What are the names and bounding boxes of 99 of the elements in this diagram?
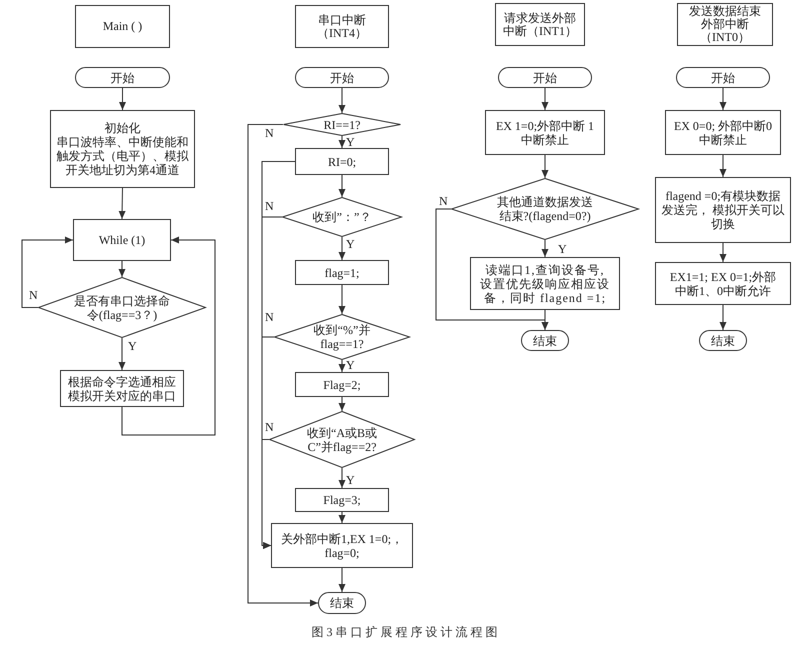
terminator	[318, 592, 366, 614]
flow-arrow	[118, 338, 126, 370]
flow-arrow	[338, 236, 346, 260]
flow-arrow	[542, 88, 548, 110]
decision-text: 收到“%”并flag==1?	[312, 323, 372, 351]
terminator	[75, 67, 170, 88]
edge-label: Y	[558, 243, 567, 255]
terminator-text: 开始	[711, 70, 735, 84]
decision-text: RI==1?	[324, 118, 360, 132]
process-text: While (1)	[98, 233, 146, 247]
decision-diamond	[38, 277, 206, 338]
edge-label: N	[29, 289, 38, 301]
flow-arrow	[542, 240, 548, 258]
edge-label: N	[439, 195, 448, 207]
process-box	[485, 110, 605, 155]
terminator-text: 开始	[330, 70, 354, 84]
flow-arrow	[338, 468, 346, 488]
heading-text: 发送数据结束外部中断（INT0）	[688, 5, 762, 44]
flow-arrow	[338, 360, 346, 372]
terminator	[676, 67, 770, 88]
edge-label: Y	[346, 359, 355, 371]
edge-label: Y	[346, 238, 355, 250]
process-box	[271, 523, 413, 568]
terminator	[295, 67, 389, 88]
process-text: 根据命令字选通相应模拟开关对应的串口	[67, 374, 177, 402]
flow-arrow	[720, 242, 726, 262]
process-text: 关外部中断1,EX 1=0;， flag=0;	[280, 532, 404, 560]
heading-text: 请求发送外部中断（INT1）	[502, 12, 578, 38]
flow-arrow	[338, 88, 346, 114]
terminator-text: 开始	[533, 70, 557, 84]
heading-box	[295, 5, 389, 48]
decision-text: 是否有串口选择命令(flag==3？)	[73, 294, 171, 322]
decision-diamond	[282, 197, 402, 237]
flow-arrow	[122, 236, 216, 436]
flow-arrow	[338, 174, 346, 198]
flow-arrow	[720, 304, 726, 330]
process-box	[655, 262, 791, 305]
flow-arrow	[338, 512, 346, 524]
flow-arrow	[338, 136, 346, 148]
decision-diamond	[283, 113, 401, 136]
terminator	[699, 330, 747, 351]
process-text: 串口波特率、中断使能和触发方式（电平）、模拟开关地址切为第4通道	[56, 135, 190, 177]
edge-label: Y	[346, 474, 355, 486]
process-box	[73, 219, 171, 261]
figure-caption: 图3串口扩展程序设计流程图	[312, 624, 500, 641]
process-text: EX1=1; EX 0=1;外部中断1、0中断允许	[668, 270, 778, 298]
decision-text: 收到“A或B或C”并flag==2?	[306, 426, 378, 454]
edge-label: N	[265, 127, 274, 139]
process-box	[60, 370, 184, 407]
flow-arrow	[118, 260, 126, 278]
flow-arrow	[338, 568, 346, 592]
process-box	[295, 488, 389, 512]
flow-arrow	[542, 154, 548, 178]
heading-box	[75, 5, 170, 48]
process-text: 初始化	[104, 121, 140, 135]
decision-text: 收到”：”？	[312, 210, 372, 224]
terminator-text: 结束	[330, 596, 354, 610]
process-box	[655, 177, 791, 243]
process-text: EX 1=0;外部中断 1中断禁止	[494, 118, 596, 146]
heading-text: Main ( )	[102, 20, 142, 33]
process-text: Flag=3;	[323, 493, 361, 507]
process-text: 读端口1,查询设备号,设置优先级响应相应设备，同时 flagend =1;	[480, 262, 610, 304]
flow-arrow	[720, 88, 726, 110]
flow-arrow	[338, 396, 346, 412]
process-text: RI=0;	[328, 154, 356, 168]
process-box	[295, 148, 389, 175]
terminator-text: 开始	[110, 70, 134, 84]
edge-label: Y	[346, 136, 355, 148]
process-box	[50, 110, 195, 188]
flow-arrow	[542, 310, 548, 330]
flow-arrow	[22, 236, 74, 308]
process-text: flag=1;	[324, 266, 360, 280]
flow-arrow	[118, 188, 126, 220]
edge-label: N	[265, 311, 274, 323]
flow-arrow	[248, 124, 318, 606]
process-box	[470, 257, 620, 310]
edge-label: N	[265, 421, 274, 433]
process-text: EX 0=0; 外部中断0中断禁止	[673, 118, 773, 146]
flow-arrow	[119, 88, 126, 110]
decision-diamond	[274, 314, 410, 360]
terminator-text: 结束	[711, 334, 735, 348]
flow-arrow	[338, 284, 346, 314]
flow-arrow	[262, 439, 272, 549]
edge-label: Y	[128, 340, 137, 352]
terminator	[521, 330, 569, 351]
process-box	[665, 110, 781, 155]
edge-label: N	[265, 200, 274, 212]
terminator-text: 结束	[533, 334, 557, 348]
process-box	[295, 260, 389, 285]
flow-arrow	[720, 154, 726, 178]
decision-diamond	[451, 178, 639, 240]
process-box	[295, 372, 389, 397]
heading-box	[495, 3, 585, 46]
heading-box	[677, 3, 773, 46]
terminator	[498, 67, 592, 88]
process-text: flagend =0;有模块数据发送完， 模拟开关可以切换	[661, 189, 785, 231]
heading-text: 串口中断（INT4）	[316, 14, 368, 40]
decision-text: 其他通道数据发送结束?(flagend=0?)	[496, 195, 594, 223]
process-text: Flag=2;	[323, 378, 361, 392]
